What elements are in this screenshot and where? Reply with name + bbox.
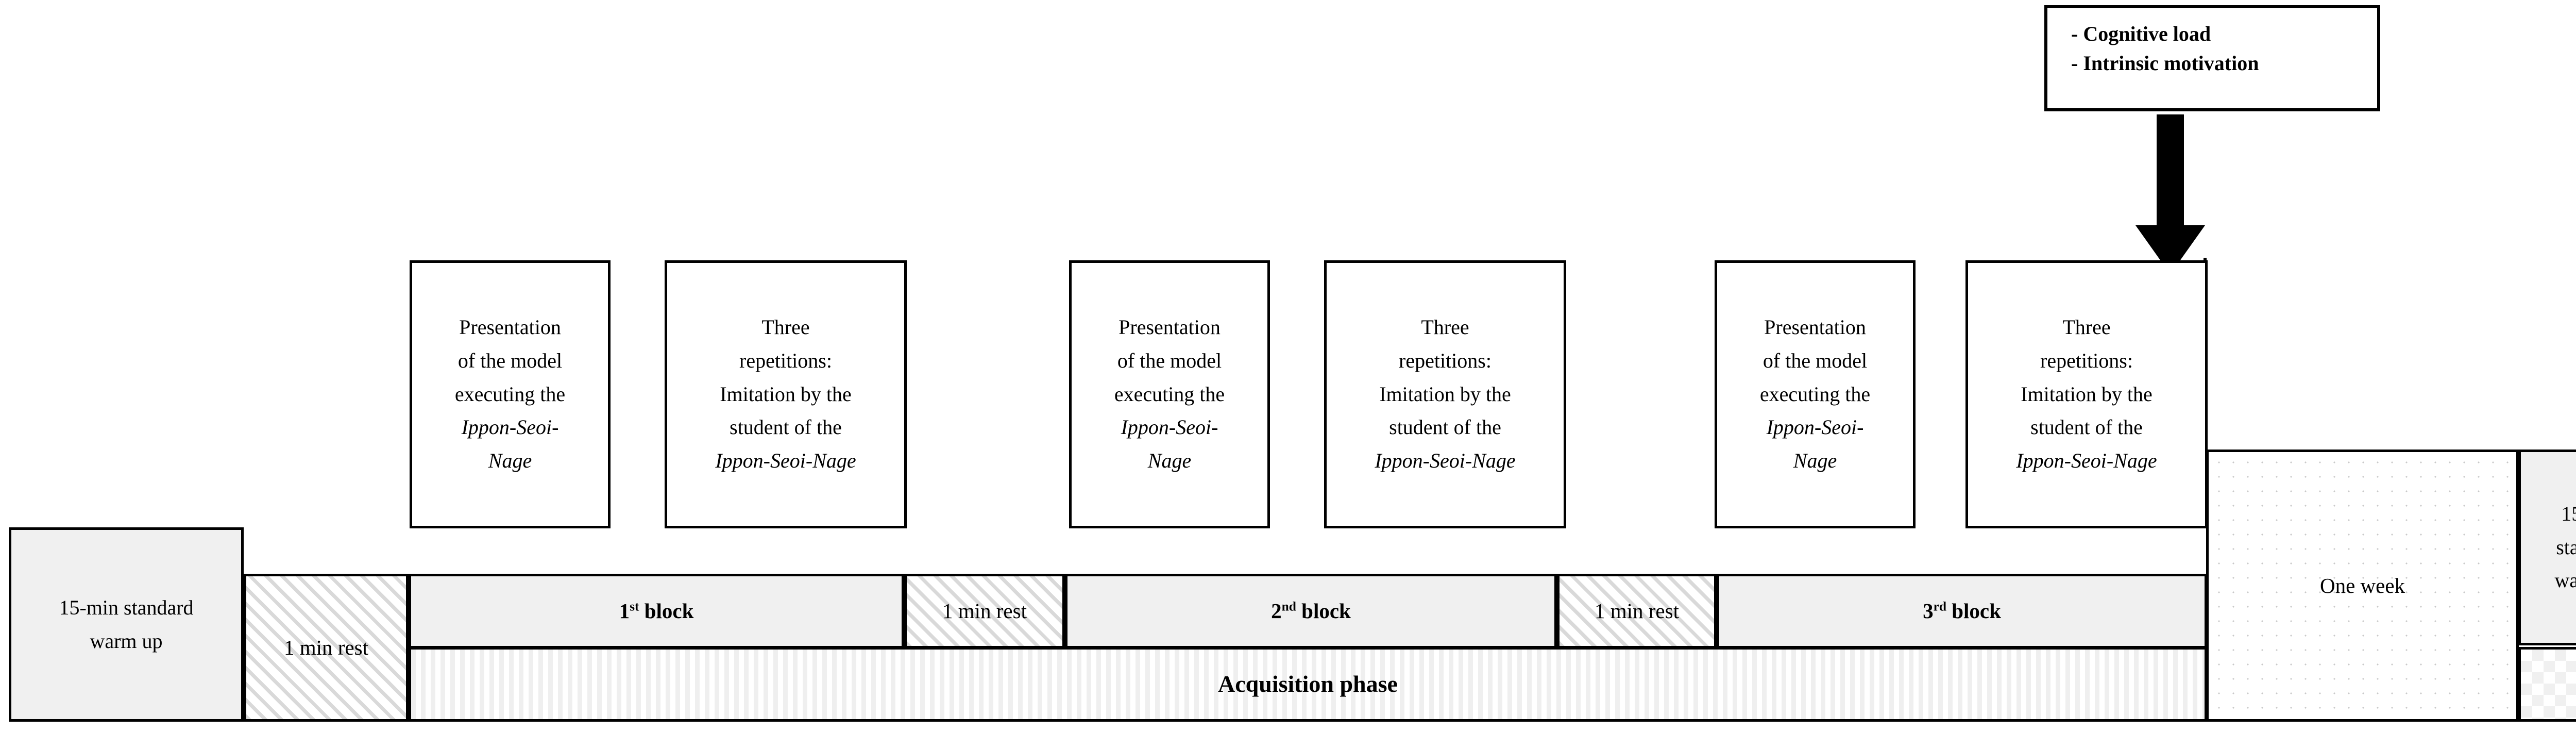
presentation-line-5: Nage bbox=[488, 449, 532, 473]
acquisition-phase-band: Acquisition phase bbox=[409, 647, 2207, 722]
callout-item-intrinsic-motivation: - Intrinsic motivation bbox=[2071, 51, 2259, 75]
block-2-number: 2 bbox=[1271, 599, 1282, 623]
repetitions-line-2: repetitions: bbox=[739, 348, 832, 372]
block-2-ordinal-suffix: nd bbox=[1281, 599, 1296, 614]
repetitions-box-block-3: Three repetitions: Imitation by the stud… bbox=[1965, 260, 2208, 528]
repetitions-line-4: student of the bbox=[730, 415, 842, 439]
rest-initial-label: 1 min rest bbox=[284, 636, 368, 660]
presentation-line-1: Presentation bbox=[459, 315, 561, 339]
rest-box-2: 1 min rest bbox=[1557, 574, 1717, 648]
presentation-line-5: Nage bbox=[1147, 449, 1192, 473]
repetitions-line-3: Imitation by the bbox=[2021, 382, 2153, 406]
presentation-line-3: executing the bbox=[1759, 382, 1871, 406]
presentation-line-1: Presentation bbox=[1118, 315, 1221, 339]
warmup-left-line-2: warm up bbox=[90, 629, 163, 653]
block-1-ordinal-suffix: st bbox=[630, 599, 639, 614]
retention-phase-label: Retention phase bbox=[2521, 665, 2576, 704]
callout-item-cognitive-load: - Cognitive load bbox=[2071, 22, 2211, 45]
warmup-right-line-2: standard bbox=[2556, 535, 2576, 559]
acquisition-phase-label: Acquisition phase bbox=[1218, 671, 1398, 697]
presentation-box-block-1: Presentation of the model executing the … bbox=[410, 260, 611, 528]
rest-box-1: 1 min rest bbox=[904, 574, 1065, 648]
repetitions-line-4: student of the bbox=[2030, 415, 2143, 439]
block-1-number: 1 bbox=[619, 599, 630, 623]
retention-phase-band: Retention phase bbox=[2518, 647, 2576, 722]
rest-box-initial: 1 min rest bbox=[244, 574, 409, 722]
presentation-line-3: executing the bbox=[1114, 382, 1225, 406]
warmup-right-line-1: 15-min bbox=[2561, 502, 2576, 525]
presentation-line-4: Ippon-Seoi- bbox=[461, 415, 559, 439]
repetitions-line-5: Ippon-Seoi-Nage bbox=[2016, 449, 2157, 473]
block-label-2: 2nd block bbox=[1065, 574, 1557, 648]
block-2-word: block bbox=[1296, 599, 1351, 623]
repetitions-line-1: Three bbox=[761, 315, 810, 339]
repetitions-line-5: Ippon-Seoi-Nage bbox=[715, 449, 856, 473]
presentation-line-2: of the model bbox=[1762, 348, 1868, 372]
repetitions-line-2: repetitions: bbox=[2040, 348, 2133, 372]
warmup-box-left: 15-min standard warm up bbox=[9, 527, 244, 722]
repetitions-box-block-2: Three repetitions: Imitation by the stud… bbox=[1324, 260, 1566, 528]
block-1-word: block bbox=[639, 599, 694, 623]
repetitions-line-5: Ippon-Seoi-Nage bbox=[1375, 449, 1516, 473]
block-3-number: 3 bbox=[1923, 599, 1934, 623]
block-3-ordinal-suffix: rd bbox=[1933, 599, 1946, 614]
rest-1-label: 1 min rest bbox=[942, 599, 1027, 623]
down-arrow-icon bbox=[2133, 114, 2208, 277]
repetitions-line-3: Imitation by the bbox=[720, 382, 852, 406]
repetitions-line-2: repetitions: bbox=[1399, 348, 1492, 372]
block-label-3: 3rd block bbox=[1717, 574, 2207, 648]
warmup-box-right: 15-min standard warm up bbox=[2518, 450, 2576, 645]
one-week-box: One week bbox=[2206, 450, 2519, 722]
block-label-1: 1st block bbox=[409, 574, 904, 648]
presentation-line-4: Ippon-Seoi- bbox=[1121, 415, 1218, 439]
presentation-line-1: Presentation bbox=[1764, 315, 1866, 339]
repetitions-box-block-1: Three repetitions: Imitation by the stud… bbox=[665, 260, 907, 528]
repetitions-line-1: Three bbox=[2062, 315, 2111, 339]
presentation-box-block-2: Presentation of the model executing the … bbox=[1069, 260, 1270, 528]
repetitions-line-3: Imitation by the bbox=[1379, 382, 1511, 406]
presentation-line-2: of the model bbox=[457, 348, 563, 372]
block-3-word: block bbox=[1946, 599, 2001, 623]
presentation-line-3: executing the bbox=[454, 382, 566, 406]
presentation-line-4: Ippon-Seoi- bbox=[1766, 415, 1864, 439]
presentation-box-block-3: Presentation of the model executing the … bbox=[1715, 260, 1916, 528]
one-week-label: One week bbox=[2319, 573, 2405, 597]
presentation-line-5: Nage bbox=[1793, 449, 1837, 473]
measures-callout-box: - Cognitive load - Intrinsic motivation bbox=[2044, 5, 2380, 111]
presentation-line-2: of the model bbox=[1117, 348, 1222, 372]
warmup-left-line-1: 15-min standard bbox=[59, 595, 194, 619]
repetitions-line-4: student of the bbox=[1389, 415, 1501, 439]
rest-2-label: 1 min rest bbox=[1595, 599, 1679, 623]
repetitions-line-1: Three bbox=[1421, 315, 1469, 339]
warmup-right-line-3: warm up bbox=[2554, 569, 2576, 592]
